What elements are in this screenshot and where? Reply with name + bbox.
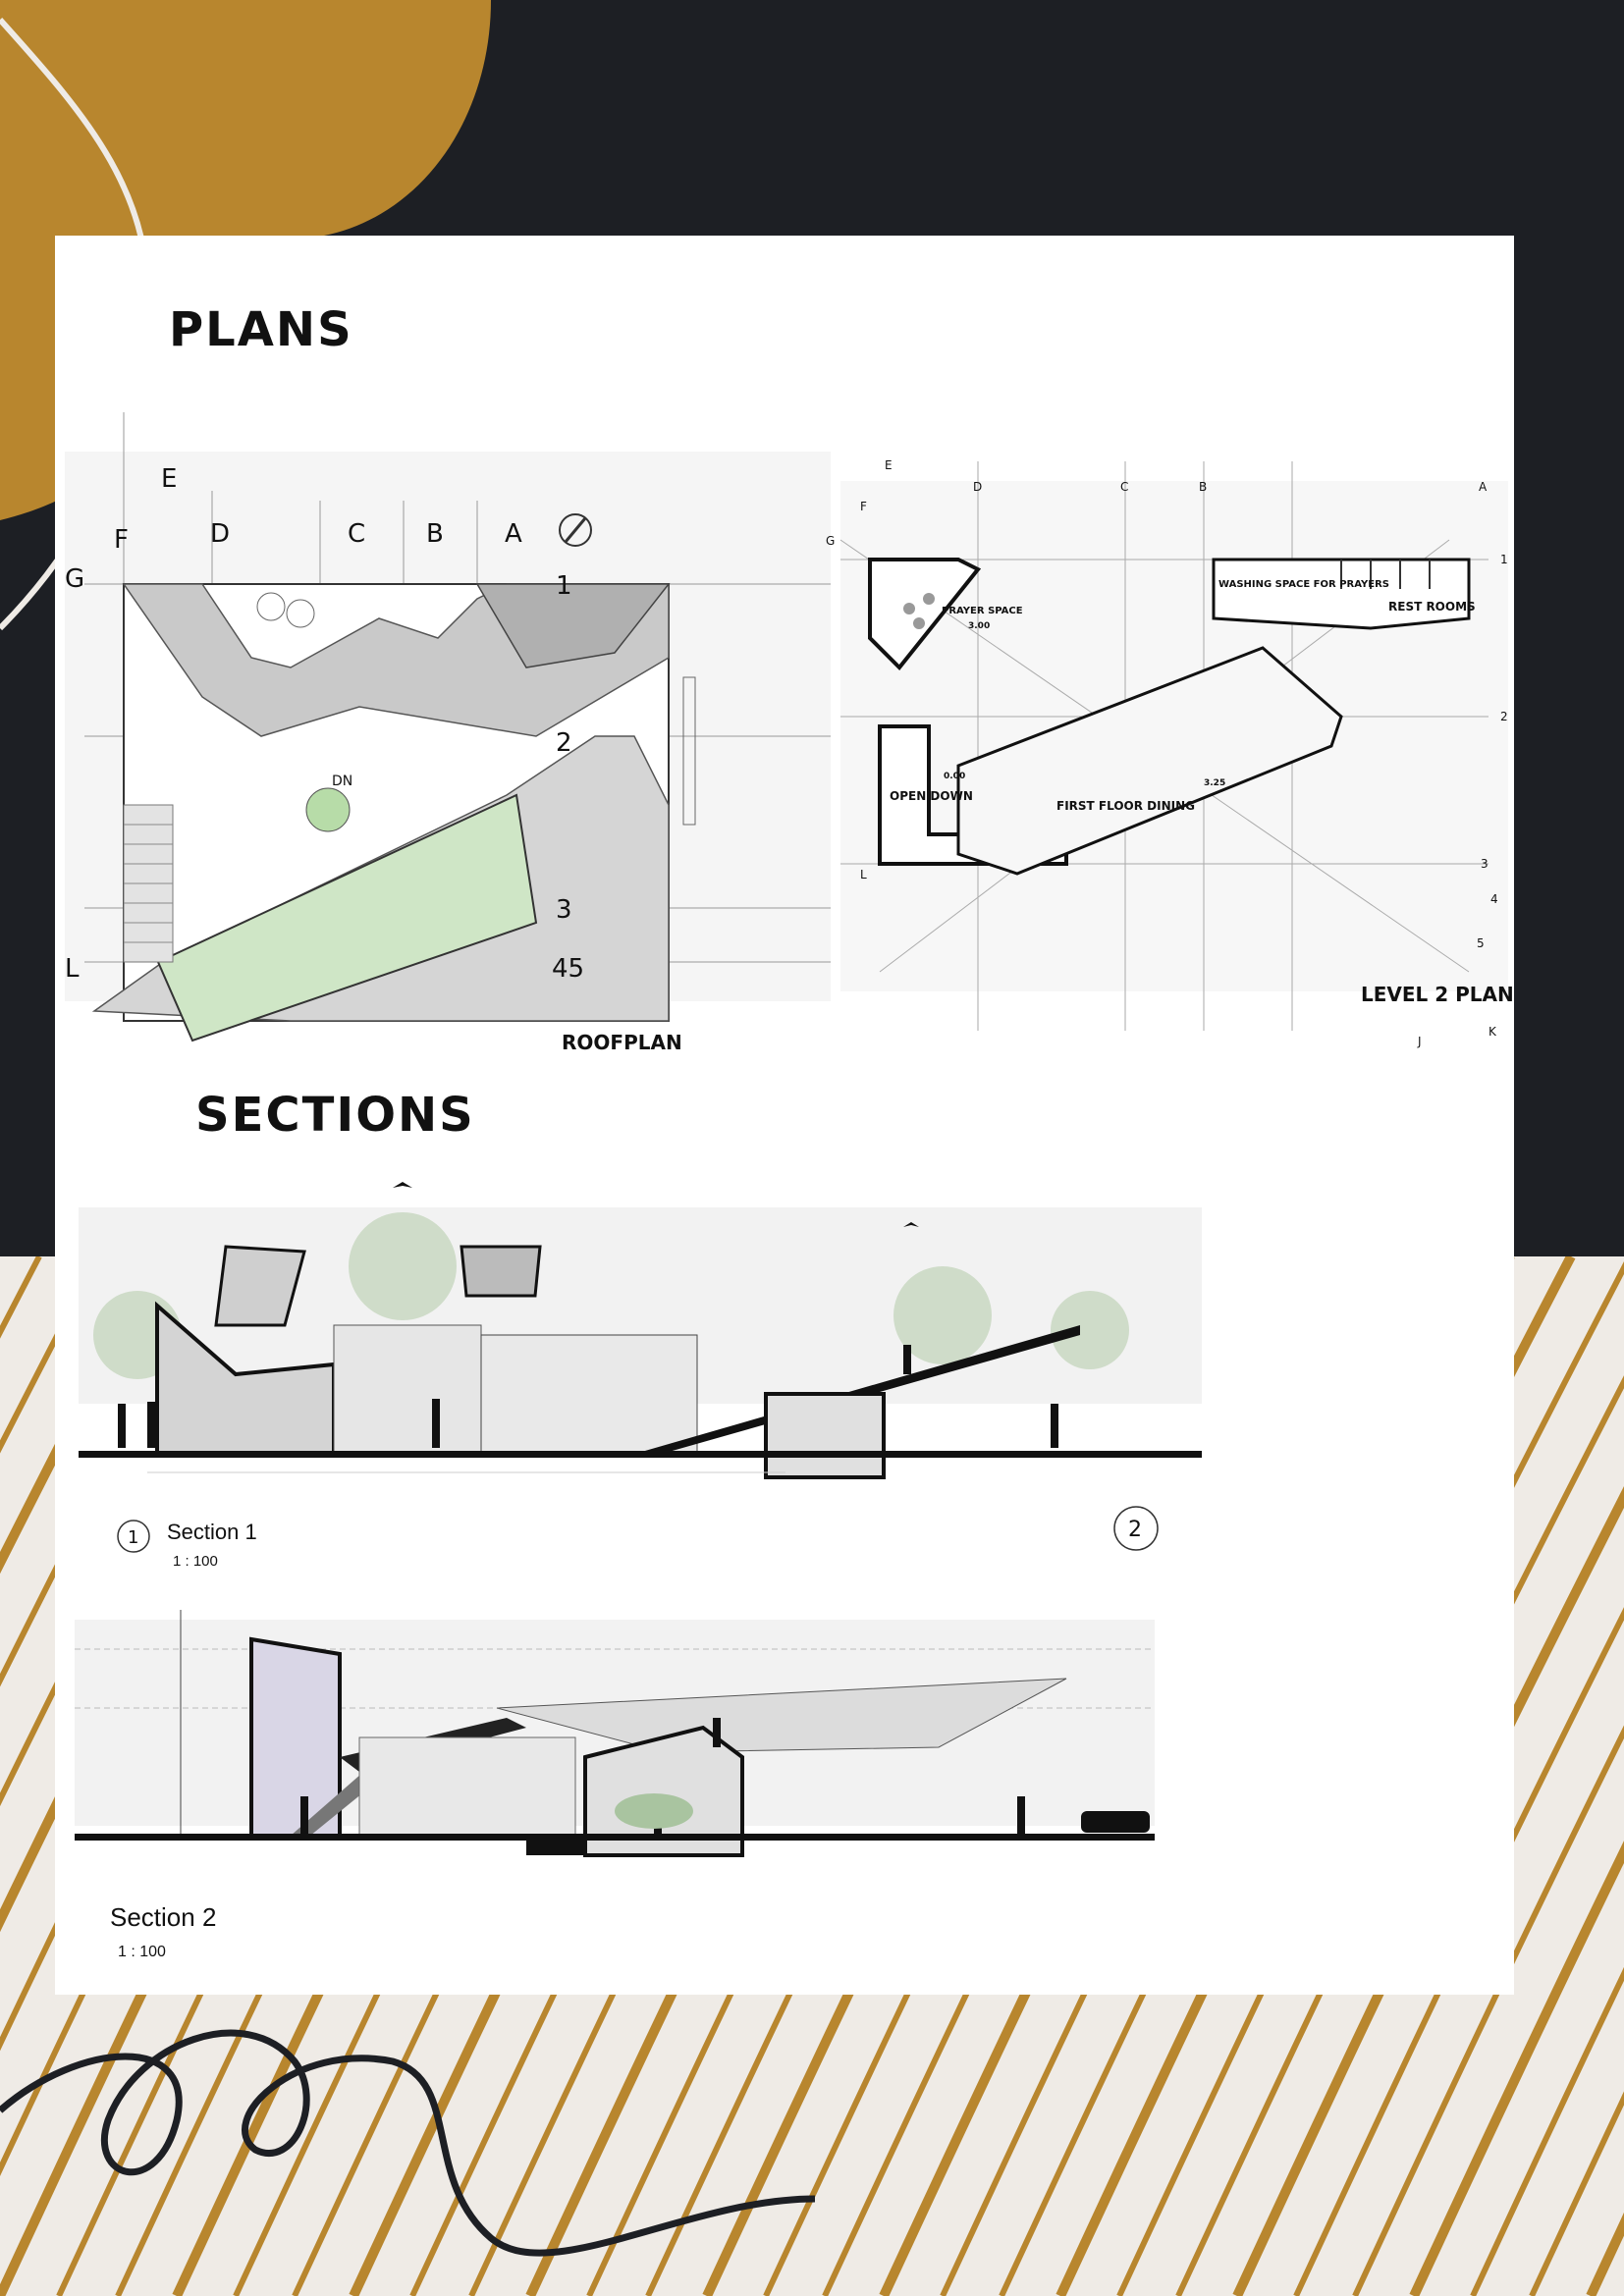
section-1-marker: 1 [117,1520,150,1553]
roof-grid-2: 2 [556,728,572,758]
stripe-decoration [0,1256,162,1575]
roof-grid-f: F [114,525,129,555]
level-000: 0.00 [944,772,965,781]
first-floor-dining-label: FIRST FLOOR DINING [1056,799,1195,813]
sections-heading: SECTIONS [195,1088,475,1143]
section-1-marker-number: 1 [128,1527,138,1548]
level-2-plan-label: LEVEL 2 PLAN [1361,983,1514,1006]
roof-grid-g: G [65,564,84,594]
l2-grid-k: K [1489,1025,1497,1039]
l2-grid-f: F [860,500,867,513]
section-2-marker-number: 2 [1128,1518,1142,1542]
squiggle-decoration [0,2029,816,2257]
l2-grid-j: J [1417,1035,1422,1048]
l2-grid-d: D [973,480,982,494]
stripe-decoration [1470,1966,1624,2296]
level-2-plan-drawing: PRAYER SPACE WASHING SPACE FOR PRAYERS R… [826,458,1514,1048]
l2-grid-4: 4 [1490,892,1498,906]
l2-grid-3: 3 [1481,857,1489,871]
level-325: 3.25 [1204,778,1225,788]
roof-plan-drawing: E F G D C B A 1 2 3 45 L DN ROOFPLAN [65,412,831,1054]
section-1-drawing [79,1182,1202,1479]
roofplan-label: ROOFPLAN [562,1031,682,1054]
l2-grid-c: C [1120,480,1128,494]
stripe-decoration [1529,2091,1624,2296]
rest-rooms-label: REST ROOMS [1388,600,1476,614]
roof-grid-d: D [210,519,230,549]
roof-grid-3: 3 [556,895,572,925]
roof-grid-l: L [65,954,80,984]
section-1-scale: 1 : 100 [173,1553,218,1570]
roof-grid-c: C [348,519,365,549]
north-arrow-icon [559,513,592,547]
level-300: 3.00 [968,621,990,631]
roof-dn-label: DN [332,774,352,789]
presentation-sheet: PLANS E F [55,236,1514,1995]
prayer-space-label: PRAYER SPACE [942,606,1023,616]
roof-grid-b: B [426,519,444,549]
l2-grid-a: A [1479,480,1488,494]
section-2-title: Section 2 [110,1902,217,1932]
l2-grid-5: 5 [1477,936,1485,950]
roof-grid-a: A [505,519,522,549]
l2-grid-g: G [826,534,835,548]
stripe-decoration [1352,1725,1624,2296]
l2-grid-1: 1 [1500,553,1508,566]
stripe-decoration [1409,1841,1624,2296]
l2-grid-b: B [1199,480,1207,494]
l2-grid-l: L [860,868,867,881]
l2-grid-e: E [885,458,893,472]
open-down-label: OPEN DOWN [890,789,973,803]
roof-grid-e: E [161,464,177,494]
section-2-drawing [75,1610,1155,1857]
roof-grid-1: 1 [556,571,572,601]
l2-grid-2: 2 [1500,710,1508,723]
roof-grid-45: 45 [552,954,584,984]
washing-space-label: WASHING SPACE FOR PRAYERS [1218,579,1389,590]
section-2-scale: 1 : 100 [118,1944,166,1960]
plans-heading: PLANS [169,302,353,357]
section-1-title: Section 1 [167,1520,257,1544]
section-2-marker: 2 [1113,1506,1159,1551]
